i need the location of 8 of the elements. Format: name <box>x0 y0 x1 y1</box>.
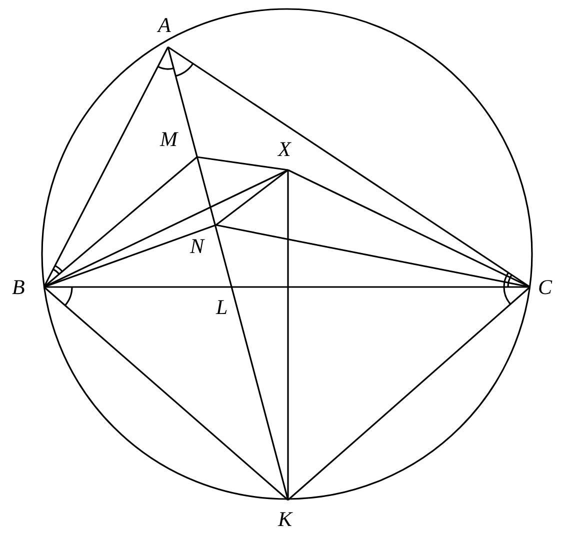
point-label: X <box>278 138 291 160</box>
point-label: L <box>216 296 228 318</box>
point-label: K <box>278 508 292 530</box>
point-label: N <box>190 235 204 257</box>
point-label: C <box>538 276 552 298</box>
point-label: A <box>158 14 171 36</box>
point-label: M <box>160 128 178 150</box>
point-label: B <box>12 276 25 298</box>
